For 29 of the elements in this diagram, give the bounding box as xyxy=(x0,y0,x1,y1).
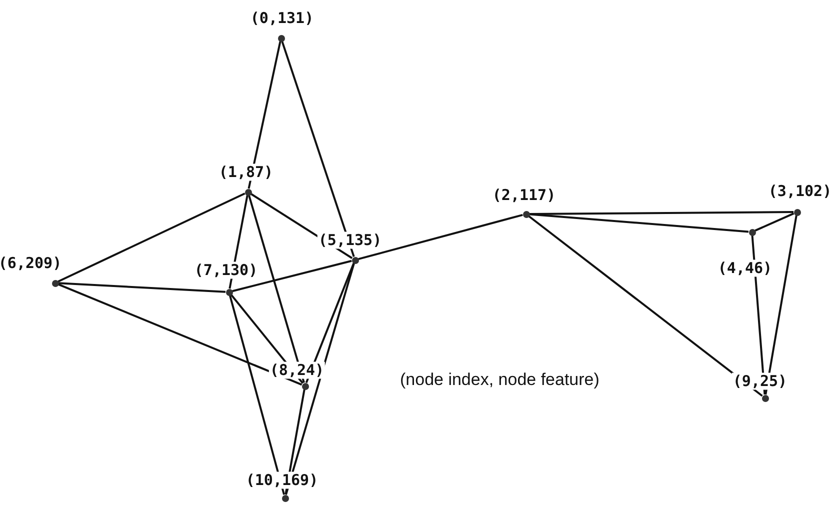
graph-node-dot xyxy=(52,280,58,286)
connector-line xyxy=(232,260,352,292)
connector-line xyxy=(58,192,246,282)
graph-node-dot xyxy=(352,256,358,264)
connector-line xyxy=(281,41,355,257)
connector-line xyxy=(530,211,794,215)
connector-line xyxy=(305,262,355,384)
graph-node-dot xyxy=(522,210,530,218)
connector-line xyxy=(528,215,763,397)
graph-node-dot xyxy=(226,288,232,296)
graph-node-dot xyxy=(794,208,800,216)
node-label: (8,24) xyxy=(268,362,326,378)
connector-line xyxy=(228,295,286,495)
connector-line xyxy=(58,283,302,386)
connector-line xyxy=(248,195,305,383)
connector-line xyxy=(248,41,282,189)
graph-node-dot xyxy=(762,394,768,402)
connector-line xyxy=(529,213,749,233)
connector-line xyxy=(358,214,523,260)
connector-line xyxy=(754,212,794,232)
graph-node-dot xyxy=(244,188,252,196)
graph-node-dot xyxy=(282,494,288,502)
graph-node-dot xyxy=(302,382,308,390)
graph-node-dot xyxy=(748,228,756,236)
legend-note: (node index, node feature) xyxy=(400,370,600,390)
graph-node-dot xyxy=(278,34,284,42)
connector-line xyxy=(58,282,226,293)
connector-line xyxy=(285,263,355,495)
connector-line xyxy=(764,215,798,395)
